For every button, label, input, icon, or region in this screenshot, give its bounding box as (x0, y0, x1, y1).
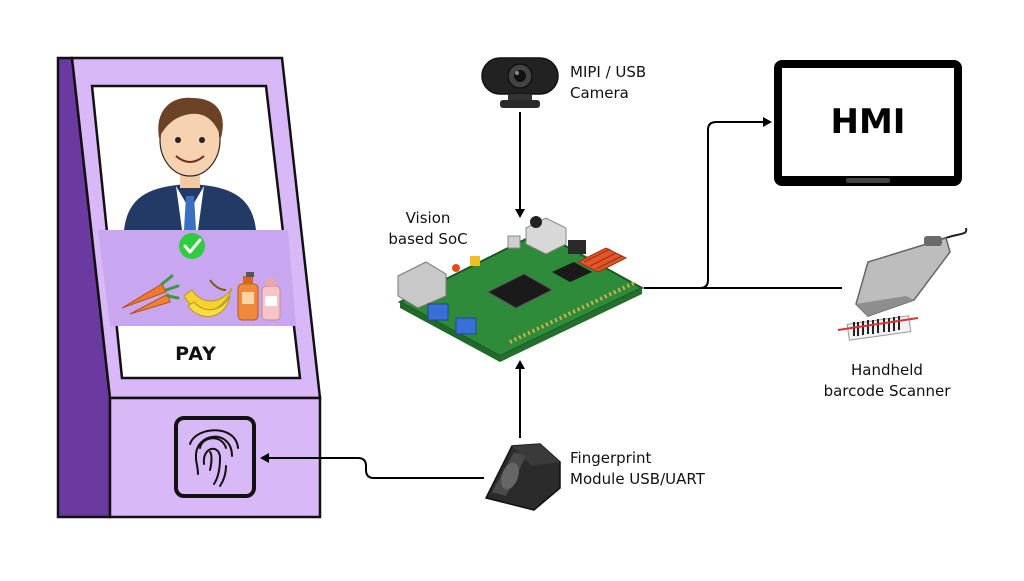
hmi-label: HMI (830, 102, 906, 142)
soc-label: Vision based SoC (382, 208, 474, 250)
check-circle-icon (179, 233, 205, 259)
soc-label-line1: Vision (405, 209, 451, 227)
camera-label: MIPI / USB Camera (570, 62, 646, 104)
camera-label-line2: Camera (570, 84, 629, 102)
connectors (260, 112, 842, 479)
scanner-label-line1: Handheld (851, 361, 923, 379)
kiosk (56, 56, 322, 519)
hmi-monitor (774, 60, 962, 186)
arrow-module-to-sensor (260, 453, 484, 479)
soc-board-icon (397, 216, 645, 362)
scanner-label: Handheld barcode Scanner (812, 360, 962, 402)
banana-icon (183, 279, 233, 317)
carrot-icon (121, 274, 180, 315)
fingerprint-module-label: Fingerprint Module USB/UART (570, 448, 705, 490)
camera-label-line1: MIPI / USB (570, 63, 647, 81)
scanner-label-line2: barcode Scanner (823, 382, 951, 400)
fingerprint-label-line2: Module USB/UART (570, 470, 705, 488)
pay-button[interactable]: PAY (175, 343, 217, 365)
fingerprint-sensor[interactable] (174, 416, 256, 498)
fingerprint-label-line1: Fingerprint (570, 449, 652, 467)
barcode-scanner-icon (837, 227, 968, 341)
webcam-icon (481, 57, 559, 108)
barcode-icon (837, 315, 919, 341)
fingerprint-module-icon (484, 443, 561, 511)
arrow-soc-to-hmi (644, 117, 772, 289)
lotion-bottle-icon (261, 278, 281, 321)
user-avatar-icon (124, 97, 256, 230)
soc-label-line2: based SoC (388, 230, 468, 248)
fingerprint-icon (189, 429, 239, 487)
shampoo-bottle-icon (237, 272, 259, 321)
